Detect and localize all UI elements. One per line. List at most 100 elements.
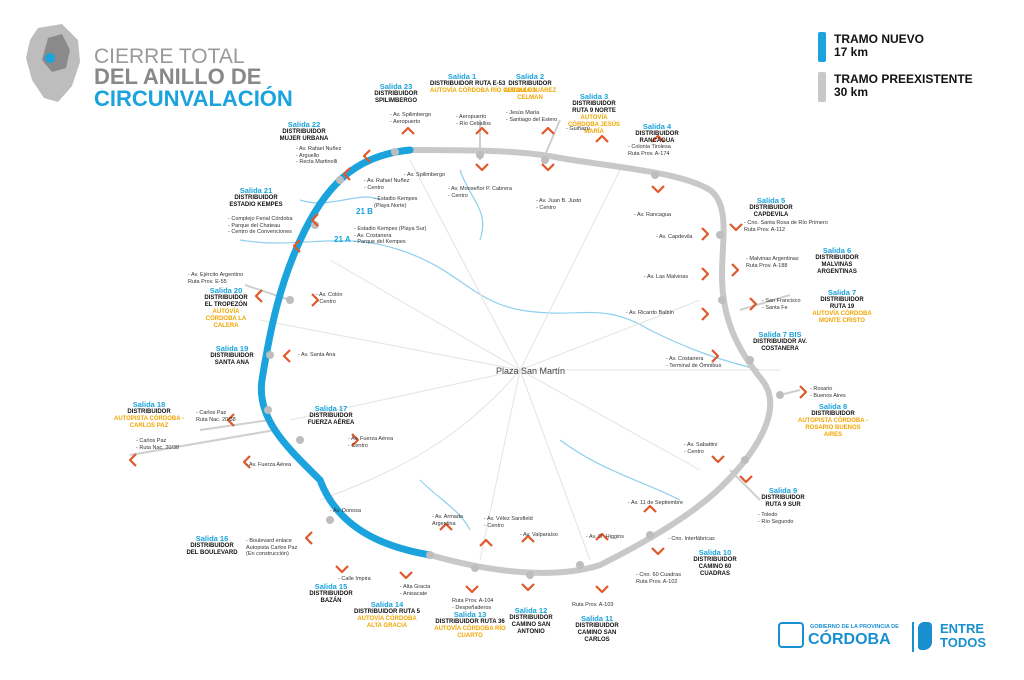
slogan-line-2: TODOS bbox=[940, 635, 986, 650]
exit-number: Salida 1 bbox=[447, 72, 477, 81]
ring-new bbox=[257, 146, 434, 559]
exit-1: Salida 1 DISTRIBUIDOR RUTA E-53 AUTOVÍA … bbox=[430, 72, 537, 95]
street-label: - Av. Ricardo Balbín bbox=[626, 310, 675, 316]
exit-13: Salida 13 DISTRIBUIDOR RUTA 36 AUTOVÍA C… bbox=[434, 610, 506, 640]
exit-distributor: DISTRIBUIDOR SANTA ANA bbox=[210, 353, 254, 366]
street-label: - Av. Costanera- Terminal de Ómnibus bbox=[666, 356, 722, 369]
exit-number: Salida 15 bbox=[314, 582, 348, 591]
title-line-3: CIRCUNVALACIÓN bbox=[94, 86, 293, 111]
exit-distributor: DISTRIBUIDOR RUTA 5 bbox=[354, 609, 420, 615]
exit-distributor: DISTRIBUIDOR bbox=[811, 411, 855, 417]
exit-number: Salida 3 bbox=[579, 92, 609, 101]
sub-exit-21a: 21 A bbox=[334, 235, 351, 244]
exit-16: Salida 16 DISTRIBUIDOR DEL BOULEVARD bbox=[186, 534, 238, 557]
exit-highway: AUTOVÍA CÓRDOBA RÍO CEBALLOS bbox=[430, 88, 537, 94]
exit-19: Salida 19 DISTRIBUIDOR SANTA ANA bbox=[208, 344, 256, 367]
street-label: - Av. Valparaíso bbox=[520, 532, 558, 538]
exit-distributor: DISTRIBUIDOR SPILIMBERGO bbox=[374, 91, 418, 104]
exit-number: Salida 11 bbox=[580, 614, 614, 623]
street-label: - Av. Rafael Nuñez- Centro bbox=[364, 178, 410, 191]
exit-distributor: DISTRIBUIDOR FUERZA AÉREA bbox=[307, 413, 355, 426]
street-label: - San Francisco- Santa Fe bbox=[762, 298, 801, 311]
legend-old-title: TRAMO PREEXISTENTE bbox=[834, 72, 973, 86]
exit-distributor: DISTRIBUIDOR EL TROPEZÓN bbox=[204, 295, 248, 308]
exit-number: Salida 20 bbox=[209, 286, 243, 295]
exit-number: Salida 6 bbox=[822, 246, 852, 255]
exit-highway: AUTOPISTA CÓRDOBA - ROSARIO BUENOS AIRES bbox=[798, 418, 868, 438]
city-streets bbox=[259, 159, 780, 561]
exit-distributor: DISTRIBUIDOR RUTA 9 NORTE bbox=[572, 101, 616, 114]
legend-new-swatch bbox=[818, 32, 826, 62]
street-label: - Av. Juan B. Justo- Centro bbox=[536, 198, 582, 211]
sub-exit-21b: 21 B bbox=[356, 207, 373, 216]
street-label: - Rosario- Buenos Aires bbox=[810, 386, 846, 399]
exit-number: Salida 7 BIS bbox=[758, 330, 802, 339]
exit-number: Salida 19 bbox=[215, 344, 249, 353]
province-logo-icon bbox=[26, 24, 80, 102]
exit-distributor: DISTRIBUIDOR CAMINO SAN ANTONIO bbox=[509, 615, 553, 635]
exit-highway: AUTOVÍA JUÁREZ CELMAN bbox=[503, 88, 557, 101]
exit-arrows bbox=[128, 126, 808, 594]
street-label: - Av. 11 de Septiembre bbox=[628, 500, 684, 506]
exit-distributor: DISTRIBUIDOR DEL BOULEVARD bbox=[186, 543, 238, 556]
exit-21: Salida 21 DISTRIBUIDOR ESTADIO KEMPES bbox=[228, 186, 284, 209]
street-label: - Calle Impira bbox=[338, 576, 371, 582]
street-label: - Av. Monseñor P. Cabrera- Centro bbox=[448, 186, 512, 199]
exit-23: Salida 23 DISTRIBUIDOR SPILIMBERGO bbox=[370, 82, 422, 105]
exit-number: Salida 9 bbox=[768, 486, 798, 495]
exit-highway: AUTOVÍA CÓRDOBA JESÚS MARÍA bbox=[567, 115, 621, 135]
street-label: - Av. Donosa bbox=[330, 508, 361, 514]
street-label: - Av. Las Malvinas bbox=[644, 274, 689, 280]
street-label: - Av. Spilimbergo- Aeropuerto bbox=[390, 112, 432, 125]
brand-divider bbox=[912, 622, 914, 652]
exit-highway: AUTOPISTA CÓRDOBA - CARLOS PAZ bbox=[114, 416, 184, 429]
legend-new-length: 17 km bbox=[834, 45, 869, 59]
title-line-2: DEL ANILLO DE bbox=[94, 64, 262, 89]
exit-number: Salida 7 bbox=[827, 288, 857, 297]
street-label: Ruta Prov. A-103 bbox=[572, 602, 614, 608]
ring-preexisting bbox=[407, 147, 774, 576]
street-label: - Guiñazú bbox=[566, 126, 590, 132]
exit-distributor: DISTRIBUIDOR MALVINAS ARGENTINAS bbox=[815, 255, 859, 275]
legend-new: TRAMO NUEVO 17 km bbox=[834, 33, 924, 59]
exit-highway: AUTOVÍA CÓRDOBA RÍO CUARTO bbox=[434, 626, 506, 639]
exit-10: Salida 10 DISTRIBUIDOR CAMINO 60 CUADRAS bbox=[690, 548, 740, 578]
exit-2: Salida 2 DISTRIBUIDOR AUTOVÍA JUÁREZ CEL… bbox=[502, 72, 558, 102]
exit-14: Salida 14 DISTRIBUIDOR RUTA 5 AUTOVÍA CÓ… bbox=[352, 600, 422, 630]
exit-distributor: DISTRIBUIDOR CAPDEVILA bbox=[749, 205, 793, 218]
exit-distributor: DISTRIBUIDOR RUTA E-53 bbox=[430, 81, 506, 87]
exit-15: Salida 15 DISTRIBUIDOR BAZÁN bbox=[308, 582, 354, 605]
exit-number: Salida 5 bbox=[756, 196, 786, 205]
street-label: Ruta Prov. A-104- Despeñaderos bbox=[452, 598, 494, 611]
street-label: - Jesús María- Santiago del Estero bbox=[506, 110, 558, 123]
street-label: - Toledo- Río Segundo bbox=[758, 512, 794, 525]
exit-17: Salida 17 DISTRIBUIDOR FUERZA AÉREA bbox=[306, 404, 356, 427]
exit-highway: AUTOVÍA CÓRDOBA ALTA GRACIA bbox=[357, 616, 417, 629]
exit-distributor: DISTRIBUIDOR bbox=[508, 81, 552, 87]
exit-distributor: DISTRIBUIDOR CAMINO 60 CUADRAS bbox=[693, 557, 737, 577]
exit-distributor: DISTRIBUIDOR ESTADIO KEMPES bbox=[229, 195, 283, 208]
gov-line-1: GOBIERNO DE LA PROVINCIA DE bbox=[810, 624, 899, 630]
exit-12: Salida 12 DISTRIBUIDOR CAMINO SAN ANTONI… bbox=[506, 606, 556, 636]
center-label: Plaza San Martín bbox=[496, 366, 566, 376]
exit-11: Salida 11 DISTRIBUIDOR CAMINO SAN CARLOS bbox=[572, 614, 622, 644]
street-label: - Av. Vélez Sarsfield- Centro bbox=[484, 516, 533, 529]
exit-highway: AUTOVÍA CÓRDOBA LA CALERA bbox=[205, 309, 247, 329]
exit-7: Salida 7 DISTRIBUIDOR RUTA 19 AUTOVÍA CÓ… bbox=[812, 288, 872, 325]
exit-highway: AUTOVÍA CÓRDOBA MONTE CRISTO bbox=[812, 311, 872, 324]
exit-4: Salida 4 DISTRIBUIDOR RANCAGUA bbox=[634, 122, 680, 145]
slogan-line-1: ENTRE bbox=[940, 621, 985, 636]
exit-number: Salida 14 bbox=[370, 600, 404, 609]
exit-9: Salida 9 DISTRIBUIDOR RUTA 9 SUR bbox=[758, 486, 808, 509]
street-label: - Estadio Kempes (Playa Sur)- Av. Costan… bbox=[354, 226, 427, 245]
exit-number: Salida 8 bbox=[818, 402, 848, 411]
exit-number: Salida 23 bbox=[379, 82, 413, 91]
exit-20: Salida 20 DISTRIBUIDOR EL TROPEZÓN AUTOV… bbox=[200, 286, 252, 330]
exit-distributor: DISTRIBUIDOR RUTA 19 bbox=[820, 297, 864, 310]
gov-line-2: CÓRDOBA bbox=[808, 631, 891, 648]
interchanges bbox=[264, 148, 784, 579]
street-label: - Estadio Kempes(Playa Norte) bbox=[374, 196, 418, 209]
